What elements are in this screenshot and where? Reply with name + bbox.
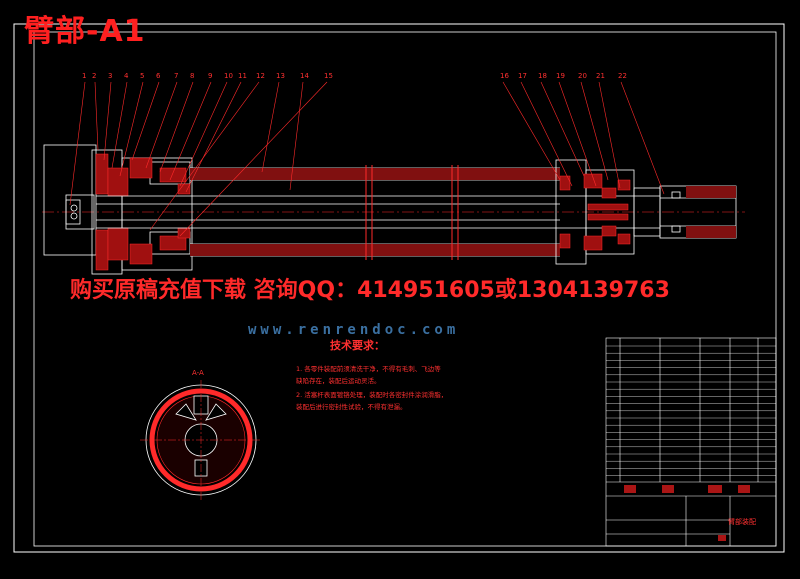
leader-line <box>145 81 178 169</box>
part-number-label: 18 <box>538 72 547 80</box>
technical-requirement-line: 缺陷存在，装配后运动灵活。 <box>296 377 381 385</box>
leader-line <box>94 81 99 151</box>
part-number-label: 16 <box>500 72 509 80</box>
watermark-purchase-text: 购买原稿充值下载 咨询QQ：414951605或1304139763 <box>70 278 670 303</box>
break-lines <box>365 165 459 260</box>
part-number-label: 22 <box>618 72 627 80</box>
leader-line <box>179 81 228 187</box>
part-number-label: 9 <box>208 72 213 80</box>
right-extension-hatch <box>686 186 736 238</box>
leader-line <box>261 81 280 173</box>
technical-requirement-line: 装配后进行密封性试验，不得有泄漏。 <box>296 403 407 411</box>
part-number-label: 5 <box>140 72 145 80</box>
left-cap <box>65 199 81 225</box>
piston-rod <box>96 195 660 229</box>
leader-line <box>103 81 112 161</box>
leader-line <box>149 81 260 231</box>
part-number-label: 8 <box>190 72 195 80</box>
leader-line <box>119 81 144 177</box>
part-number-label: 7 <box>174 72 179 80</box>
title-block <box>605 337 777 547</box>
technical-requirement-line: 1. 各零件装配前须清洗干净，不得有毛刺、飞边等 <box>296 365 441 373</box>
technical-requirement-line: 2. 活塞杆表面镀铬处理，装配时各密封件涂润滑脂， <box>296 391 448 399</box>
part-number-label: 13 <box>276 72 285 80</box>
part-number-label: 1 <box>82 72 87 80</box>
leader-line <box>520 81 573 187</box>
leader-line <box>540 81 585 177</box>
cylinder-wall-hatch <box>190 168 560 256</box>
inner-frame <box>33 31 777 547</box>
part-number-label: 6 <box>156 72 161 80</box>
part-number-label: 2 <box>92 72 97 80</box>
leader-line <box>580 81 609 181</box>
part-number-label: 21 <box>596 72 605 80</box>
section-view-label: A-A <box>192 369 204 377</box>
part-number-label: 17 <box>518 72 527 80</box>
leader-line <box>131 81 160 161</box>
drawing-title: 臂部-A1 <box>24 14 146 49</box>
leader-line <box>111 81 128 169</box>
part-number-label: 19 <box>556 72 565 80</box>
part-number-label: 4 <box>124 72 129 80</box>
title-block-red-cells <box>624 485 750 541</box>
leader-line <box>179 81 328 237</box>
part-number-label: 11 <box>238 72 247 80</box>
leader-line <box>502 81 561 181</box>
title-block-drawing-name: 臂部装配 <box>728 518 756 526</box>
leader-line <box>185 81 242 193</box>
part-number-label: 3 <box>108 72 113 80</box>
leader-line <box>69 81 86 206</box>
leader-line <box>289 81 304 191</box>
leader-line <box>598 81 621 189</box>
part-number-label: 14 <box>300 72 309 80</box>
watermark-site: www.renrendoc.com <box>248 322 460 338</box>
bom-rows <box>606 345 776 476</box>
part-number-label: 10 <box>224 72 233 80</box>
technical-requirements-heading: 技术要求： <box>330 339 385 352</box>
part-number-label: 20 <box>578 72 587 80</box>
leader-line <box>620 81 665 195</box>
leader-line <box>169 81 212 181</box>
left-housing <box>43 144 193 275</box>
right-hatched-parts <box>559 173 631 251</box>
leader-line <box>159 81 194 173</box>
part-number-label: 15 <box>324 72 333 80</box>
leader-line <box>558 81 597 187</box>
leader-lines <box>69 81 665 237</box>
section-view <box>140 380 262 500</box>
outer-frame <box>13 23 785 553</box>
part-number-label: 12 <box>256 72 265 80</box>
